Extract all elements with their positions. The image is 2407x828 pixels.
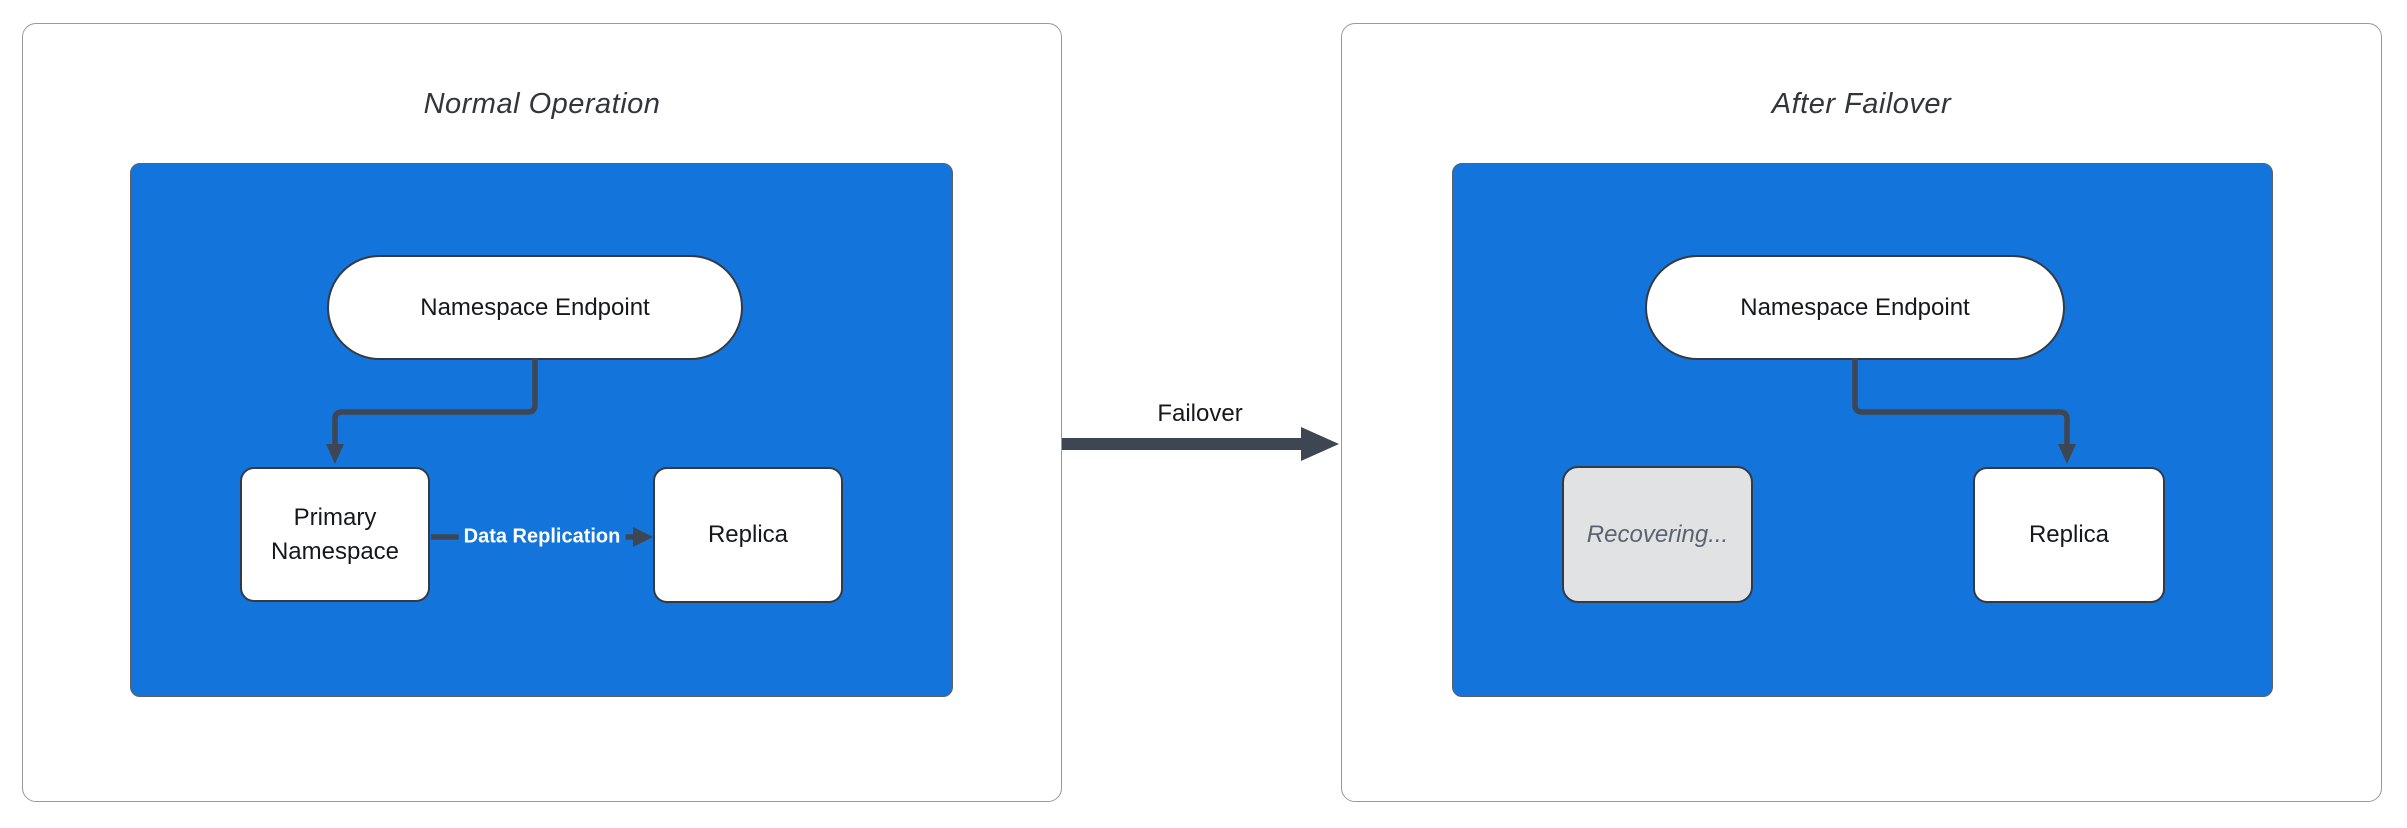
namespace-endpoint-node-right: Namespace Endpoint: [1645, 255, 2065, 360]
failover-arrow-label: Failover: [1157, 400, 1243, 427]
namespace-endpoint-node-left: Namespace Endpoint: [327, 255, 743, 360]
replica-node-left: Replica: [653, 467, 843, 603]
after-failover-cluster: [1452, 163, 2273, 697]
replica-node-right: Replica: [1973, 467, 2165, 603]
primary-namespace-node: Primary Namespace: [240, 467, 430, 602]
failover-arrow: [1062, 427, 1339, 461]
normal-operation-cluster: [130, 163, 953, 697]
recovering-node: Recovering...: [1562, 466, 1753, 603]
replication-arrow-label: Data Replication: [458, 522, 626, 552]
after-failover-title: After Failover: [1771, 88, 1952, 120]
normal-operation-title: Normal Operation: [423, 88, 661, 120]
